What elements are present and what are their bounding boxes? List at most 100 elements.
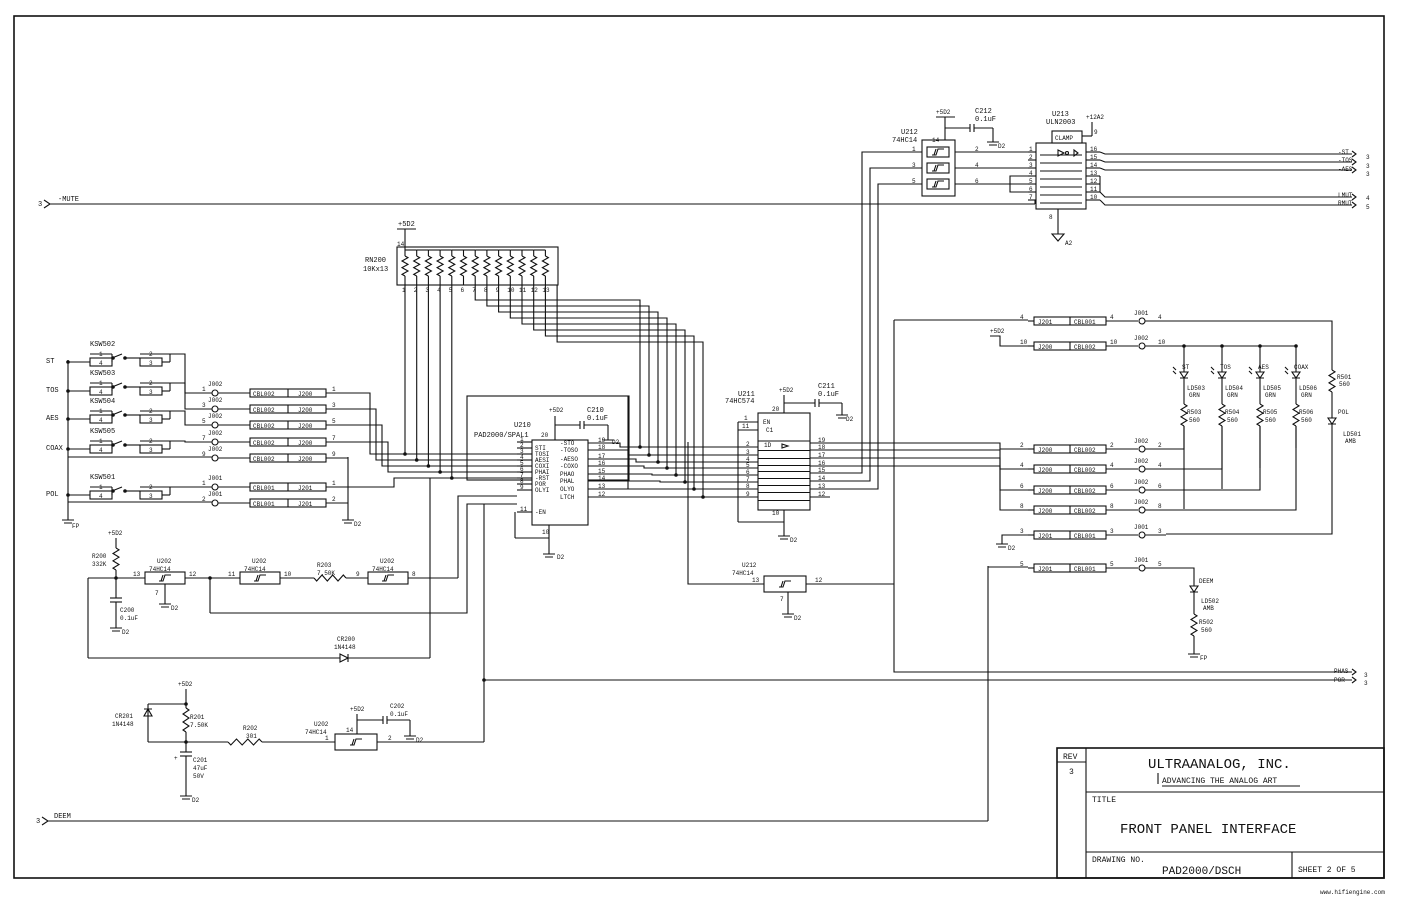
svg-text:PAD2000/SPAL1: PAD2000/SPAL1 [474,432,529,440]
tos-out-label: -TOS [1338,157,1353,164]
svg-text:15: 15 [1090,154,1098,161]
svg-text:CBL002: CBL002 [1074,447,1096,454]
svg-text:18: 18 [598,444,606,451]
svg-text:AESI: AESI [535,457,549,464]
rev-label: REV [1063,753,1078,762]
svg-text:R506: R506 [1299,409,1314,416]
switch-ref: KSW502 [90,341,115,349]
svg-text:1: 1 [520,436,524,443]
svg-text:16: 16 [1090,146,1098,153]
svg-text:2: 2 [975,146,979,153]
svg-text:D2: D2 [790,537,798,544]
svg-text:9: 9 [1094,129,1098,136]
switch-ref: KSW501 [90,474,115,482]
svg-text:C1: C1 [766,427,774,434]
watermark: www.hifiengine.com [1320,889,1385,896]
svg-text:10: 10 [1090,194,1098,201]
svg-text:7: 7 [520,472,524,479]
svg-text:14: 14 [932,137,940,144]
svg-text:4: 4 [99,447,103,454]
svg-text:9: 9 [356,571,360,578]
drawing-title: FRONT PANEL INTERFACE [1120,822,1296,838]
svg-text:J200: J200 [1038,467,1053,474]
svg-text:4: 4 [520,454,524,461]
phas-label: PHAS [1334,668,1349,675]
svg-text:A2: A2 [1065,240,1073,247]
svg-text:TOSI: TOSI [535,451,549,458]
svg-text:U213: U213 [1052,111,1069,119]
svg-text:4: 4 [1110,462,1114,469]
svg-text:4: 4 [1020,314,1024,321]
svg-text:CBL002: CBL002 [253,423,275,430]
svg-text:6: 6 [520,466,524,473]
svg-text:J200: J200 [1038,508,1053,515]
svg-text:9: 9 [520,484,524,491]
svg-text:PHAO: PHAO [560,471,575,478]
svg-text:J002: J002 [208,446,223,453]
svg-text:6: 6 [1110,483,1114,490]
svg-text:U202: U202 [314,721,329,728]
svg-text:3: 3 [1364,680,1368,687]
svg-text:D2: D2 [1008,545,1016,552]
svg-text:3: 3 [149,447,153,454]
svg-text:19: 19 [598,437,606,444]
switch-label: AES [46,415,59,423]
svg-text:560: 560 [1227,417,1238,424]
svg-text:J200: J200 [298,423,313,430]
svg-text:CBL002: CBL002 [1074,467,1096,474]
svg-text:TOS: TOS [1220,364,1231,371]
svg-text:D2: D2 [846,416,854,423]
svg-text:U202: U202 [157,558,172,565]
mute-label: -MUTE [58,196,79,204]
svg-text:9: 9 [496,287,500,294]
svg-text:4: 4 [99,360,103,367]
svg-text:J002: J002 [208,397,223,404]
svg-text:10: 10 [1158,339,1166,346]
svg-text:0.1uF: 0.1uF [975,116,996,124]
svg-text:9: 9 [746,491,750,498]
svg-text:4: 4 [1029,170,1033,177]
svg-text:CBL002: CBL002 [1074,488,1096,495]
svg-text:OLYI: OLYI [535,487,549,494]
svg-text:6: 6 [461,287,465,294]
svg-text:4: 4 [99,417,103,424]
svg-text:CBL002: CBL002 [253,407,275,414]
svg-text:CR201: CR201 [115,713,133,720]
drawing-no-label: DRAWING NO. [1092,856,1145,865]
svg-text:1: 1 [325,735,329,742]
svg-text:6: 6 [746,469,750,476]
svg-text:74HC14: 74HC14 [149,566,171,573]
svg-text:3: 3 [912,162,916,169]
svg-text:15: 15 [598,468,606,475]
svg-text:5: 5 [912,178,916,185]
svg-text:74HC14: 74HC14 [372,566,394,573]
svg-text:4: 4 [1158,314,1162,321]
company-slogan: ADVANCING THE ANALOG ART [1162,777,1277,786]
aes-out-label: -AES [1338,166,1353,173]
svg-text:4: 4 [99,493,103,500]
svg-text:R201: R201 [190,714,205,721]
svg-text:C212: C212 [975,108,992,116]
svg-text:+: + [174,755,178,762]
svg-text:10: 10 [1110,339,1118,346]
svg-text:5: 5 [520,460,524,467]
svg-text:3: 3 [746,449,750,456]
svg-text:13: 13 [752,577,760,584]
svg-text:-EN: -EN [535,509,546,516]
svg-text:D2: D2 [122,629,130,636]
svg-text:+5D2: +5D2 [178,681,193,688]
svg-text:14: 14 [818,475,826,482]
svg-text:3: 3 [1020,528,1024,535]
led-group: STLD503GRNR503560TOSLD504GRNR504560AESLD… [1166,320,1361,662]
